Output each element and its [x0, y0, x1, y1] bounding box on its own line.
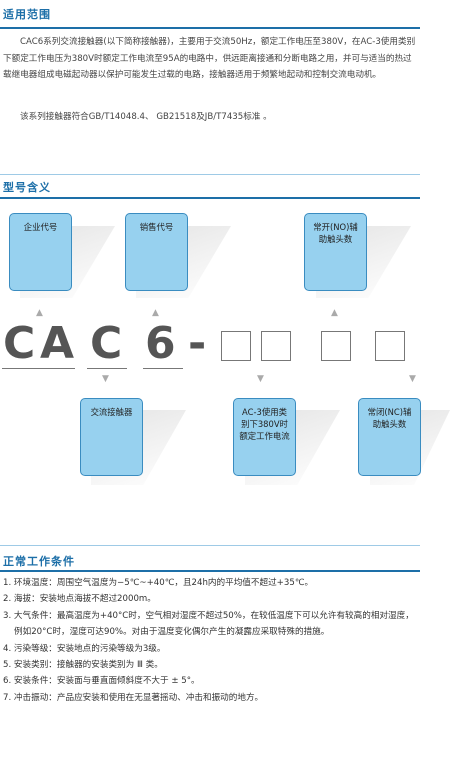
model-digit-6: 6	[145, 318, 176, 369]
section-title-conditions: 正常工作条件	[3, 555, 75, 568]
arrow-up-icon: ▲	[152, 308, 159, 318]
section-divider	[0, 27, 420, 29]
condition-item: 2. 海拔：安装地点海拔不超过2000m。	[3, 594, 156, 605]
box-company-code: 企业代号	[9, 213, 72, 291]
box-sales-code-label: 销售代号	[139, 222, 174, 232]
condition-item: 5. 安装类别：接触器的安装类别为 Ⅲ 类。	[3, 660, 163, 671]
box-rated-current: AC-3使用类别下380V时额定工作电流	[233, 398, 296, 476]
box-no-aux-contacts-label: 常开(NO)辅助触头数	[313, 222, 358, 244]
placeholder-box-nc	[375, 331, 405, 361]
scope-paragraph: CAC6系列交流接触器(以下简称接触器)，主要用于交流50Hz，额定工作电压至3…	[3, 37, 416, 80]
model-letter-c2: C	[90, 318, 123, 369]
box-sales-code: 销售代号	[125, 213, 188, 291]
arrow-down-icon: ▼	[102, 374, 109, 384]
placeholder-box-current-1	[221, 331, 251, 361]
box-nc-aux-contacts: 常闭(NC)辅助触头数	[358, 398, 421, 476]
section-divider	[0, 570, 420, 572]
placeholder-box-no	[321, 331, 351, 361]
condition-item: 7. 冲击振动：产品应安装和使用在无显著摇动、冲击和振动的地方。	[3, 692, 264, 703]
box-no-aux-contacts: 常开(NO)辅助触头数	[304, 213, 367, 291]
conditions-list: 1. 环境温度：周围空气温度为−5℃~+40℃，且24h内的平均值不超过+35℃…	[3, 575, 421, 706]
section-title-scope: 适用范围	[3, 8, 51, 21]
box-ac-contactor: 交流接触器	[80, 398, 143, 476]
placeholder-box-current-2	[261, 331, 291, 361]
condition-item: 1. 环境温度：周围空气温度为−5℃~+40℃，且24h内的平均值不超过+35℃…	[3, 578, 314, 588]
condition-item: 3. 大气条件：最高温度为+40°C时，空气相对湿度不超过50%，在较低温度下可…	[3, 610, 414, 638]
condition-item: 6. 安装条件：安装面与垂直面倾斜度不大于 ± 5°。	[3, 676, 200, 687]
arrow-up-icon: ▲	[331, 308, 338, 318]
section-divider	[0, 197, 420, 199]
underline	[143, 368, 183, 369]
model-dash: -	[188, 318, 207, 369]
box-company-code-label: 企业代号	[23, 222, 58, 232]
arrow-down-icon: ▼	[257, 374, 264, 384]
model-letter-a: A	[40, 318, 75, 369]
arrow-down-icon: ▼	[409, 374, 416, 384]
underline	[87, 368, 127, 369]
standards-paragraph: 该系列接触器符合GB/T14048.4、 GB21518及JB/T7435标准 …	[20, 112, 272, 122]
box-ac-contactor-label: 交流接触器	[90, 407, 133, 417]
section-divider-thin	[0, 545, 420, 546]
section-title-model: 型号含义	[3, 181, 51, 194]
section-divider-thin	[0, 174, 420, 175]
box-rated-current-label: AC-3使用类别下380V时额定工作电流	[239, 407, 290, 441]
arrow-up-icon: ▲	[36, 308, 43, 318]
condition-item: 4. 污染等级：安装地点的污染等级为3级。	[3, 643, 166, 654]
underline	[2, 368, 75, 369]
model-letter-c: C	[3, 318, 36, 369]
box-nc-aux-contacts-label: 常闭(NC)辅助触头数	[367, 407, 412, 429]
